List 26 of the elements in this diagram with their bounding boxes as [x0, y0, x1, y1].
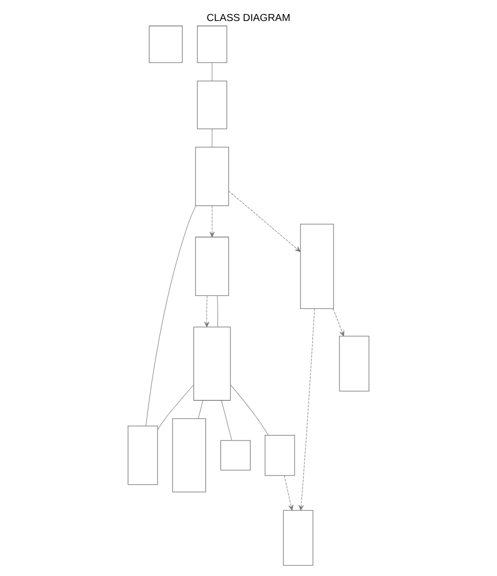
arrow — [228, 190, 301, 252]
node-box — [195, 236, 229, 296]
node-box — [148, 26, 183, 63]
node-box — [197, 26, 228, 63]
node-box — [128, 426, 158, 485]
node-box — [283, 510, 314, 566]
node-box — [264, 434, 295, 476]
node-box — [300, 224, 334, 309]
node-box — [220, 440, 251, 470]
connector — [198, 400, 204, 419]
arrow — [332, 308, 344, 336]
connector — [146, 206, 196, 426]
connector — [217, 296, 218, 328]
arrow — [298, 308, 315, 510]
connector — [157, 384, 194, 430]
node-box — [339, 336, 370, 392]
arrow — [284, 475, 294, 510]
connector — [230, 384, 269, 436]
node-box — [194, 326, 231, 401]
node-box — [197, 80, 228, 130]
connector — [221, 400, 232, 441]
node-box — [195, 146, 229, 206]
arrow — [210, 206, 215, 238]
diagram-title: CLASS DIAGRAM — [206, 12, 290, 24]
arrow — [204, 296, 210, 328]
node-box — [172, 418, 206, 492]
